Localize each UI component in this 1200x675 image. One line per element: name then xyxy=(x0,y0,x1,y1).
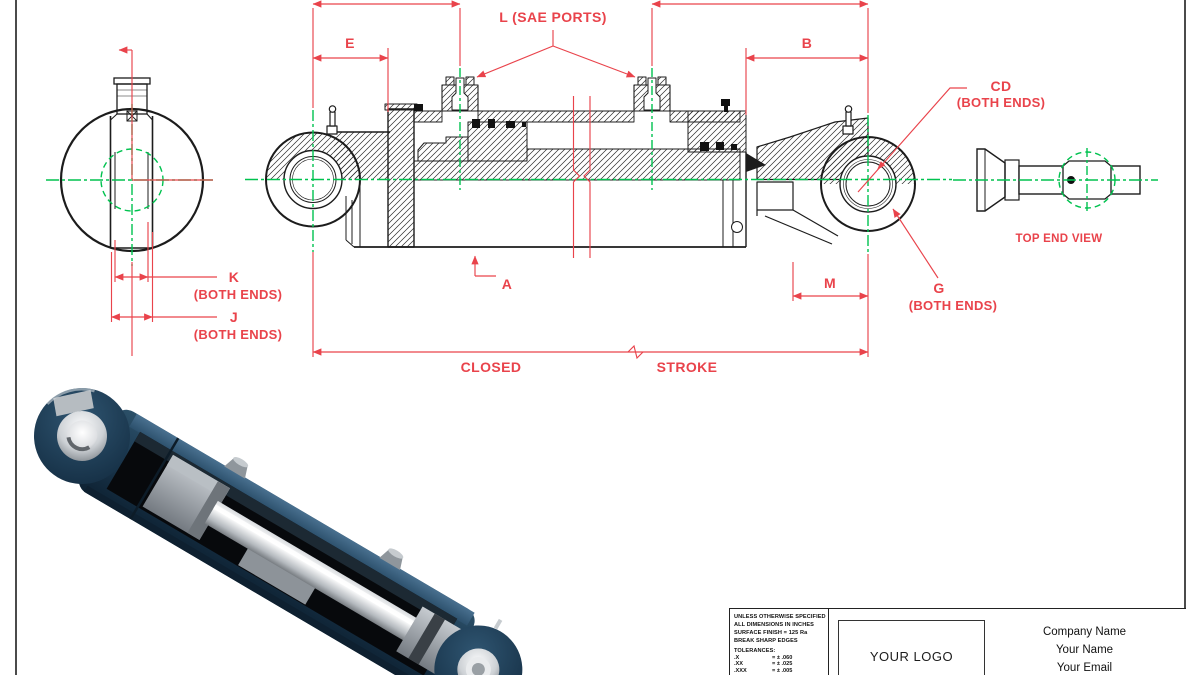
label-stroke: STROKE xyxy=(657,359,718,375)
logo-placeholder-text: YOUR LOGO xyxy=(869,649,954,664)
tolerance-value: = ± .005 xyxy=(772,667,793,674)
dimension-annotations xyxy=(110,0,967,360)
label-cd-note: (BOTH ENDS) xyxy=(957,95,1046,110)
label-k-note: (BOTH ENDS) xyxy=(194,287,283,302)
tolerance-label: .XXX xyxy=(734,667,747,674)
your-email: Your Email xyxy=(1056,662,1113,674)
label-e: E xyxy=(345,35,355,51)
hidden-eye-circle-top-view xyxy=(1058,151,1116,209)
note-line: BREAK SHARP EDGES xyxy=(734,638,798,644)
label-k: K xyxy=(229,269,240,285)
tolerance-row: .X = ± .060 xyxy=(734,655,828,661)
note-line: ALL DIMENSIONS IN INCHES xyxy=(734,622,814,628)
label-l-sae-ports: L (SAE PORTS) xyxy=(499,9,607,25)
label-g-note: (BOTH ENDS) xyxy=(909,298,998,313)
label-a: A xyxy=(502,276,513,292)
tolerance-row: .XXX = ± .005 xyxy=(734,668,828,674)
piston-block xyxy=(467,121,528,162)
your-name: Your Name xyxy=(1055,644,1114,656)
render-port-boss xyxy=(379,548,404,570)
tolerance-label: .X xyxy=(734,655,740,661)
grease-fitting-cap-end xyxy=(326,105,338,135)
company-name: Company Name xyxy=(1042,626,1127,638)
centerlines xyxy=(46,68,1158,266)
iso-cutaway-render xyxy=(34,388,523,675)
bleed-screws xyxy=(414,99,730,112)
tolerance-value: = ± .025 xyxy=(772,661,793,668)
sheet-border-left xyxy=(15,0,17,675)
note-line: TOLERANCES: xyxy=(734,648,776,654)
note-line: SURFACE FINISH = 125 Ra xyxy=(734,630,808,636)
tolerance-value: = ± .060 xyxy=(772,655,793,661)
render-rod xyxy=(204,500,461,667)
piston-seals xyxy=(472,119,526,128)
dim-line-break-symbol xyxy=(627,344,644,360)
label-j-note: (BOTH ENDS) xyxy=(194,327,283,342)
label-closed: CLOSED xyxy=(461,359,522,375)
label-cd: CD xyxy=(990,78,1011,94)
logo-box: YOUR LOGO xyxy=(838,620,985,675)
sae-port-boss-1 xyxy=(441,76,479,112)
break-line-right xyxy=(583,96,591,258)
note-line: UNLESS OTHERWISE SPECIFIED xyxy=(734,614,826,620)
title-block-company: Company Name Your Name Your Email xyxy=(983,609,1186,675)
title-block: UNLESS OTHERWISE SPECIFIED ALL DIMENSION… xyxy=(729,608,1186,675)
label-b: B xyxy=(802,35,813,51)
tolerance-row: .XX = ± .025 xyxy=(734,661,828,667)
gland-seals xyxy=(700,142,737,151)
cap-block xyxy=(387,108,415,248)
break-line-left xyxy=(572,96,581,258)
leader-g xyxy=(892,208,939,279)
grease-fitting-rod-end xyxy=(842,105,854,135)
label-top-end-view: TOP END VIEW xyxy=(1016,233,1103,245)
rod-clevis-shank xyxy=(756,181,839,245)
main-section-view xyxy=(265,76,916,248)
label-g: G xyxy=(933,280,944,296)
label-m: M xyxy=(824,275,836,291)
sheet-border-right xyxy=(1184,0,1186,675)
dimension-labels: E L (SAE PORTS) B CD (BOTH ENDS) G (BOTH… xyxy=(194,9,1103,375)
leader-cd xyxy=(857,87,967,193)
title-block-notes: UNLESS OTHERWISE SPECIFIED ALL DIMENSION… xyxy=(730,609,829,675)
label-j: J xyxy=(230,309,238,325)
render-port-boss xyxy=(224,457,249,479)
tolerance-label: .XX xyxy=(734,661,744,668)
